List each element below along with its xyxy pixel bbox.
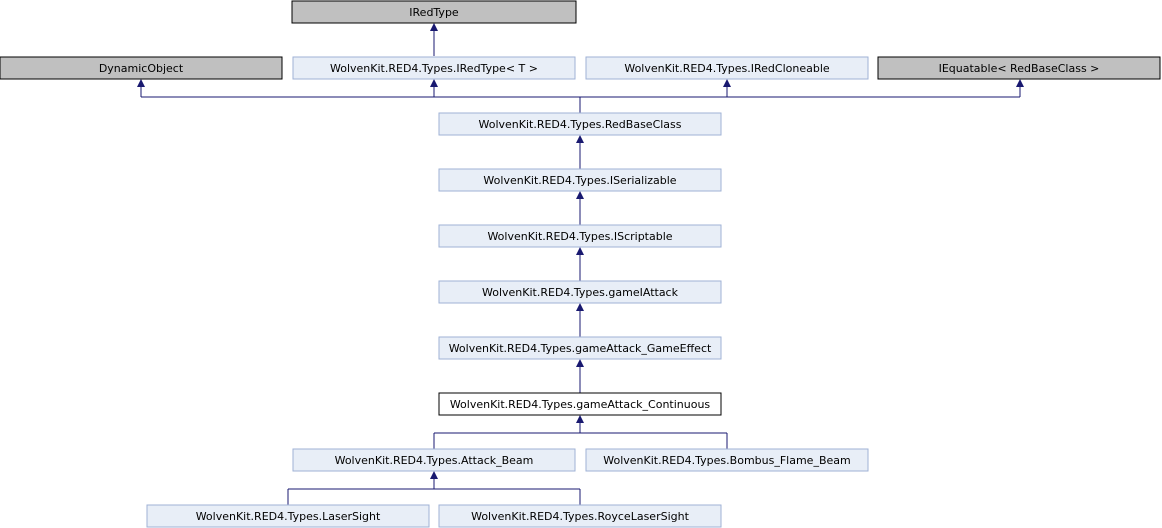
arrow-iredcloneable bbox=[723, 79, 731, 87]
node-roycelasersight-label: WolvenKit.RED4.Types.RoyceLaserSight bbox=[471, 510, 689, 523]
node-lasersight-label: WolvenKit.RED4.Types.LaserSight bbox=[196, 510, 381, 523]
node-attack-beam-label: WolvenKit.RED4.Types.Attack_Beam bbox=[335, 454, 534, 467]
node-gameiattack[interactable]: WolvenKit.RED4.Types.gameIAttack bbox=[438, 280, 722, 304]
arrowheads bbox=[137, 23, 1024, 479]
arrow-dynamicobject bbox=[137, 79, 145, 87]
node-iscriptable[interactable]: WolvenKit.RED4.Types.IScriptable bbox=[438, 224, 722, 248]
node-bombus-flame-beam-label: WolvenKit.RED4.Types.Bombus_Flame_Beam bbox=[603, 454, 850, 467]
node-iredtype[interactable]: IRedType bbox=[291, 0, 577, 24]
arrow-gameiattack bbox=[576, 303, 584, 311]
arrow-iserializable bbox=[576, 191, 584, 199]
node-iserializable-label: WolvenKit.RED4.Types.ISerializable bbox=[483, 174, 676, 187]
arrow-iscriptable bbox=[576, 247, 584, 255]
node-iredtype-t[interactable]: WolvenKit.RED4.Types.IRedType< T > bbox=[292, 56, 576, 80]
node-gameattack-continuous[interactable]: WolvenKit.RED4.Types.gameAttack_Continuo… bbox=[438, 392, 722, 416]
arrow-attack-beam bbox=[430, 471, 438, 479]
node-roycelasersight[interactable]: WolvenKit.RED4.Types.RoyceLaserSight bbox=[438, 504, 722, 528]
node-gameiattack-label: WolvenKit.RED4.Types.gameIAttack bbox=[482, 286, 679, 299]
node-gameattack-gameeffect[interactable]: WolvenKit.RED4.Types.gameAttack_GameEffe… bbox=[438, 336, 722, 360]
node-bombus-flame-beam[interactable]: WolvenKit.RED4.Types.Bombus_Flame_Beam bbox=[585, 448, 869, 472]
node-attack-beam[interactable]: WolvenKit.RED4.Types.Attack_Beam bbox=[292, 448, 576, 472]
arrow-redbaseclass bbox=[576, 135, 584, 143]
inheritance-edges bbox=[140, 29, 1021, 505]
node-iredtype-t-label: WolvenKit.RED4.Types.IRedType< T > bbox=[330, 62, 538, 75]
node-iequatable[interactable]: IEquatable< RedBaseClass > bbox=[877, 56, 1161, 80]
node-redbaseclass[interactable]: WolvenKit.RED4.Types.RedBaseClass bbox=[438, 112, 722, 136]
node-iredcloneable-label: WolvenKit.RED4.Types.IRedCloneable bbox=[624, 62, 830, 75]
arrow-iredtype bbox=[430, 23, 438, 31]
node-gameattack-gameeffect-label: WolvenKit.RED4.Types.gameAttack_GameEffe… bbox=[449, 342, 712, 355]
arrow-iredtype-t bbox=[430, 79, 438, 87]
node-iserializable[interactable]: WolvenKit.RED4.Types.ISerializable bbox=[438, 168, 722, 192]
node-gameattack-continuous-label: WolvenKit.RED4.Types.gameAttack_Continuo… bbox=[450, 398, 711, 411]
node-dynamicobject[interactable]: DynamicObject bbox=[0, 56, 283, 80]
node-redbaseclass-label: WolvenKit.RED4.Types.RedBaseClass bbox=[478, 118, 681, 131]
arrow-iequatable bbox=[1016, 79, 1024, 87]
node-iredcloneable[interactable]: WolvenKit.RED4.Types.IRedCloneable bbox=[585, 56, 869, 80]
node-iredtype-label: IRedType bbox=[409, 6, 459, 19]
arrow-continuous bbox=[576, 415, 584, 423]
node-iequatable-label: IEquatable< RedBaseClass > bbox=[939, 62, 1100, 75]
node-lasersight[interactable]: WolvenKit.RED4.Types.LaserSight bbox=[146, 504, 430, 528]
arrow-gameeffect bbox=[576, 359, 584, 367]
node-dynamicobject-label: DynamicObject bbox=[99, 62, 184, 75]
node-iscriptable-label: WolvenKit.RED4.Types.IScriptable bbox=[487, 230, 672, 243]
